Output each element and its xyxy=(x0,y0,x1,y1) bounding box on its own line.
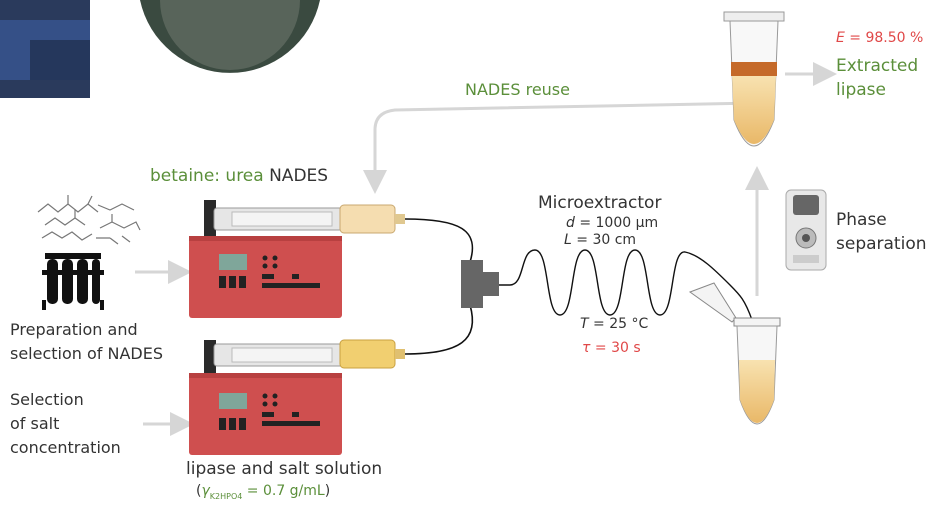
t-symbol: T xyxy=(580,316,589,332)
e-symbol: E xyxy=(836,30,845,46)
microextractor-title: Microextractor xyxy=(538,193,662,213)
centrifuge-icon xyxy=(785,189,827,271)
molecule-icon xyxy=(37,195,141,245)
tau-symbol: τ xyxy=(582,340,591,356)
t-value: = 25 °C xyxy=(588,316,649,332)
tau-value: = 30 s xyxy=(590,340,641,356)
top-syringe-pump-icon xyxy=(189,200,405,318)
betaine-urea-text: betaine: urea xyxy=(150,166,264,186)
prep-line2: selection of NADES xyxy=(10,344,164,363)
d-value: = 1000 μm xyxy=(574,215,659,231)
gamma-open: ( xyxy=(196,483,202,499)
collection-tube-icon xyxy=(688,282,781,425)
salt-line3: concentration xyxy=(10,438,121,457)
salt-line1: Selection xyxy=(10,390,84,409)
nades-text: NADES xyxy=(269,166,329,186)
salt-concentration-label: (γK2HPO4 = 0.7 g/mL) xyxy=(196,483,330,501)
gamma-sub: K2HPO4 xyxy=(209,491,243,501)
e-value: = 98.50 % xyxy=(844,30,924,46)
gamma-value: = 0.7 g/mL xyxy=(242,483,325,499)
lipase-salt-label: lipase and salt solution xyxy=(186,459,383,479)
l-symbol: L xyxy=(564,232,572,248)
length-label: L = 30 cm xyxy=(564,232,636,248)
residence-time-label: τ = 30 s xyxy=(582,340,641,356)
bottom-syringe-pump-icon xyxy=(189,339,405,455)
efficiency-label: E = 98.50 % xyxy=(836,30,923,46)
temperature-label: T = 25 °C xyxy=(580,316,648,332)
extracted-tube-icon xyxy=(723,11,785,147)
phase-separation-label: Phase separation xyxy=(836,208,927,256)
phase-line1: Phase xyxy=(836,210,887,230)
photo-fragment-left xyxy=(0,0,90,98)
test-tubes-icon xyxy=(42,253,104,310)
coil-microextractor-icon xyxy=(499,249,753,321)
preparation-label: Preparation and selection of NADES xyxy=(10,318,163,366)
top-syringe-label: betaine: urea NADES xyxy=(150,166,328,186)
nades-reuse-arrow xyxy=(363,101,756,194)
salt-selection-label: Selection of salt concentration xyxy=(10,388,121,460)
l-value: = 30 cm xyxy=(571,232,637,248)
extracted-line2: lipase xyxy=(836,80,886,100)
salt-line2: of salt xyxy=(10,414,60,433)
tubing-bottom xyxy=(404,304,474,355)
phase-line2: separation xyxy=(836,234,927,254)
gamma-close: ) xyxy=(324,483,331,499)
d-symbol: d xyxy=(566,215,575,231)
gamma-symbol: γ xyxy=(201,483,210,499)
extracted-line1: Extracted xyxy=(836,56,919,76)
extracted-lipase-label: Extracted lipase xyxy=(836,54,918,102)
photo-fragment-circle xyxy=(140,0,320,73)
tubing-top xyxy=(404,218,474,263)
prep-line1: Preparation and xyxy=(10,320,138,339)
diameter-label: d = 1000 μm xyxy=(566,215,658,231)
t-connector xyxy=(461,260,499,308)
nades-reuse-label: NADES reuse xyxy=(465,80,570,99)
